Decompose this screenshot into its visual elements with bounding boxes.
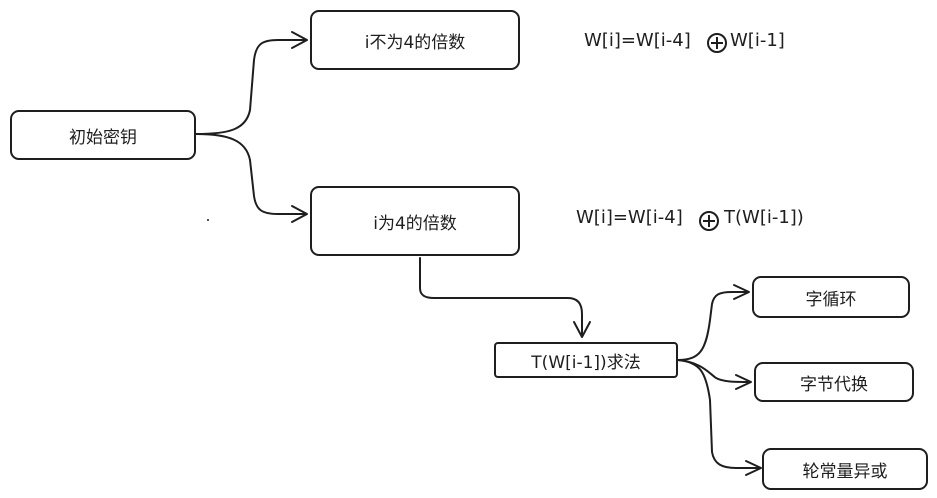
node-round-const-xor-label: 轮常量异或 — [802, 461, 888, 482]
node-t-method-label: T(W[i-1])求法 — [531, 352, 641, 373]
node-t-method: T(W[i-1])求法 — [494, 342, 678, 378]
arrowhead-rcon — [745, 460, 762, 476]
node-byte-sub-label: 字节代换 — [800, 374, 868, 395]
formula-not-multiple-lhs: W[i]=W[i-4] — [584, 30, 691, 51]
xor-circle-plus-icon — [699, 211, 719, 231]
node-multiple-label: i为4的倍数 — [373, 213, 457, 234]
connector-t-method-to-bytesub — [677, 359, 751, 383]
connector-t-method-to-rcon — [677, 359, 761, 469]
formula-multiple-rhs: T(W[i-1]) — [724, 207, 804, 228]
connector-multiple-to-t-method — [419, 257, 583, 337]
node-round-const-xor: 轮常量异或 — [762, 448, 928, 490]
connector-root-to-multiple — [195, 133, 307, 215]
node-word-rotate: 字循环 — [752, 276, 910, 318]
formula-not-multiple-rhs: W[i-1] — [730, 30, 785, 51]
node-byte-sub: 字节代换 — [754, 362, 914, 402]
node-word-rotate-label: 字循环 — [805, 289, 857, 310]
xor-circle-plus-icon — [707, 33, 727, 53]
arrowhead-multiple — [291, 205, 308, 223]
arrowhead-not-multiple — [291, 31, 308, 49]
node-multiple: i为4的倍数 — [310, 186, 520, 256]
arrowhead-t-method — [573, 321, 591, 338]
arrowhead-bytesub — [735, 374, 752, 390]
node-initial-key-label: 初始密钥 — [69, 127, 137, 148]
node-initial-key: 初始密钥 — [10, 110, 196, 160]
formula-multiple-lhs: W[i]=W[i-4] — [576, 207, 683, 228]
connector-t-method-to-rotate — [677, 291, 749, 361]
node-not-multiple-label: i不为4的倍数 — [364, 32, 466, 53]
node-not-multiple: i不为4的倍数 — [310, 10, 520, 70]
arrowhead-rotate — [733, 284, 750, 300]
stray-dot — [207, 219, 209, 221]
connector-root-to-not-multiple — [195, 39, 307, 135]
